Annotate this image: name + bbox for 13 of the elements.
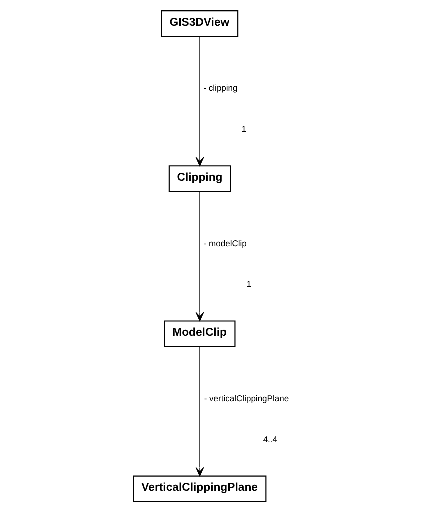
label: 1	[246, 279, 251, 290]
node-box: VerticalClippingPlane	[132, 476, 266, 502]
node-box: ModelClip	[164, 320, 236, 348]
node-box: GIS3DView	[160, 10, 238, 38]
node-box: Clipping	[168, 166, 231, 192]
label: 1	[241, 124, 246, 134]
arrow	[195, 192, 204, 322]
label: 4..4	[262, 434, 278, 444]
edge-label: - modelClip	[203, 238, 246, 248]
edge-label: - verticalClippingPlane	[204, 393, 289, 404]
edge-label: - clipping	[203, 83, 238, 94]
arrow	[195, 36, 204, 166]
arrow	[195, 346, 204, 477]
